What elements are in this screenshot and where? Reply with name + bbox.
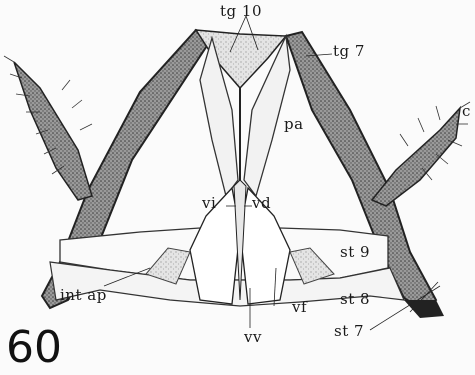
figure-number: 60 (6, 326, 62, 370)
label-st7: st 7 (334, 324, 364, 339)
cercus-right (372, 108, 460, 206)
label-tg10: tg 10 (220, 4, 262, 19)
label-tg7: tg 7 (333, 44, 365, 59)
label-vi: vi (202, 196, 216, 211)
label-vv: vv (244, 330, 262, 345)
cercus-left (14, 62, 92, 200)
label-st8: st 8 (340, 292, 370, 307)
label-vd: vd (252, 196, 271, 211)
label-c: c (462, 104, 471, 119)
label-pa: pa (284, 117, 304, 132)
label-vf: vf (292, 300, 307, 315)
label-st9: st 9 (340, 245, 370, 260)
label-int-ap: int ap (60, 288, 107, 303)
lateral-lobe-right (404, 300, 444, 318)
